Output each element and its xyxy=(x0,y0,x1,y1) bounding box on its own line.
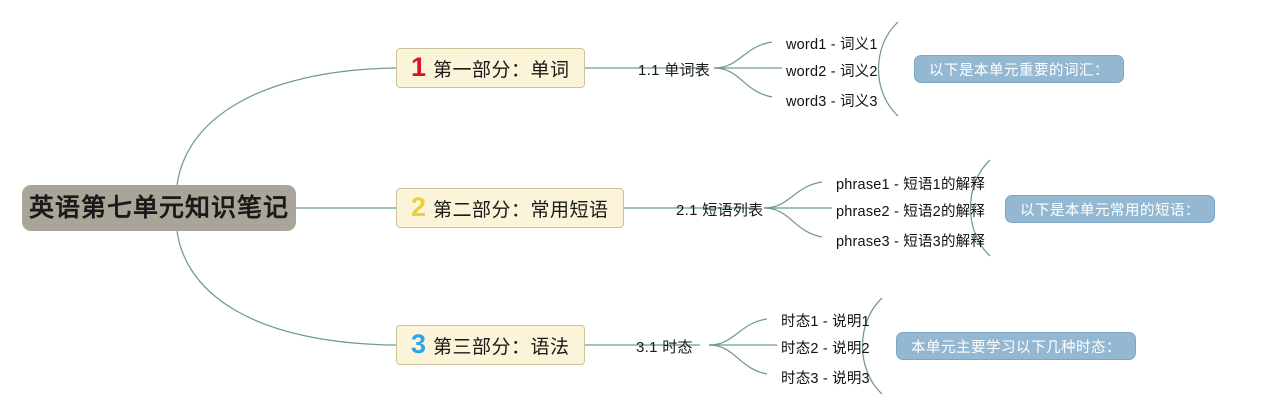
branch-node-3[interactable]: 3 第三部分：语法 xyxy=(396,325,585,365)
leaf-node-2-3[interactable]: phrase3 - 短语3的解释 xyxy=(836,234,986,250)
leaf-node-3-3[interactable]: 时态3 - 说明3 xyxy=(781,371,870,387)
edge-root-branch-1 xyxy=(175,67,397,201)
note-label-2: 以下是本单元常用的短语： xyxy=(1020,202,1200,219)
edge-root-branch-3 xyxy=(175,215,397,346)
sub-topic-1[interactable]: 1.1 单词表 xyxy=(638,62,711,79)
branch-number-3: 3 xyxy=(411,328,427,359)
note-node-1[interactable]: 以下是本单元重要的词汇： xyxy=(914,55,1124,83)
leaf-node-2-1[interactable]: phrase1 - 短语1的解释 xyxy=(836,177,986,193)
leaf-node-2-2[interactable]: phrase2 - 短语2的解释 xyxy=(836,204,986,220)
leaf-node-1-2[interactable]: word2 - 词义2 xyxy=(786,64,878,80)
root-node-label: 英语第七单元知识笔记 xyxy=(28,193,289,222)
edge-sub-2-leaf-1 xyxy=(763,181,823,209)
sub-topic-2[interactable]: 2.1 短语列表 xyxy=(676,202,764,219)
note-node-2[interactable]: 以下是本单元常用的短语： xyxy=(1005,195,1215,223)
edge-sub-1-leaf-3 xyxy=(713,67,773,98)
edge-sub-3-leaf-1 xyxy=(708,318,768,346)
branch-number-2: 2 xyxy=(411,191,427,222)
branch-label-3: 第三部分：语法 xyxy=(433,336,570,358)
branch-node-2[interactable]: 2 第二部分：常用短语 xyxy=(396,188,624,228)
note-label-3: 本单元主要学习以下几种时态： xyxy=(911,339,1121,356)
branch-label-1: 第一部分：单词 xyxy=(433,59,570,81)
edge-sub-1-leaf-1 xyxy=(713,41,773,69)
branch-number-1: 1 xyxy=(411,51,427,82)
note-label-1: 以下是本单元重要的词汇： xyxy=(929,62,1109,79)
leaf-node-3-2[interactable]: 时态2 - 说明2 xyxy=(781,341,870,357)
leaf-node-1-1[interactable]: word1 - 词义1 xyxy=(786,37,878,53)
sub-topic-3[interactable]: 3.1 时态 xyxy=(636,339,693,356)
leaf-node-3-1[interactable]: 时态1 - 说明1 xyxy=(781,314,870,330)
branch-node-1[interactable]: 1 第一部分：单词 xyxy=(396,48,585,88)
root-node[interactable]: 英语第七单元知识笔记 xyxy=(22,185,296,231)
edge-sub-2-leaf-3 xyxy=(763,207,823,238)
brace-group-1 xyxy=(878,21,899,117)
branch-label-2: 第二部分：常用短语 xyxy=(433,199,609,221)
note-node-3[interactable]: 本单元主要学习以下几种时态： xyxy=(896,332,1136,360)
leaf-node-1-3[interactable]: word3 - 词义3 xyxy=(786,94,878,110)
edge-sub-3-leaf-3 xyxy=(708,344,768,375)
